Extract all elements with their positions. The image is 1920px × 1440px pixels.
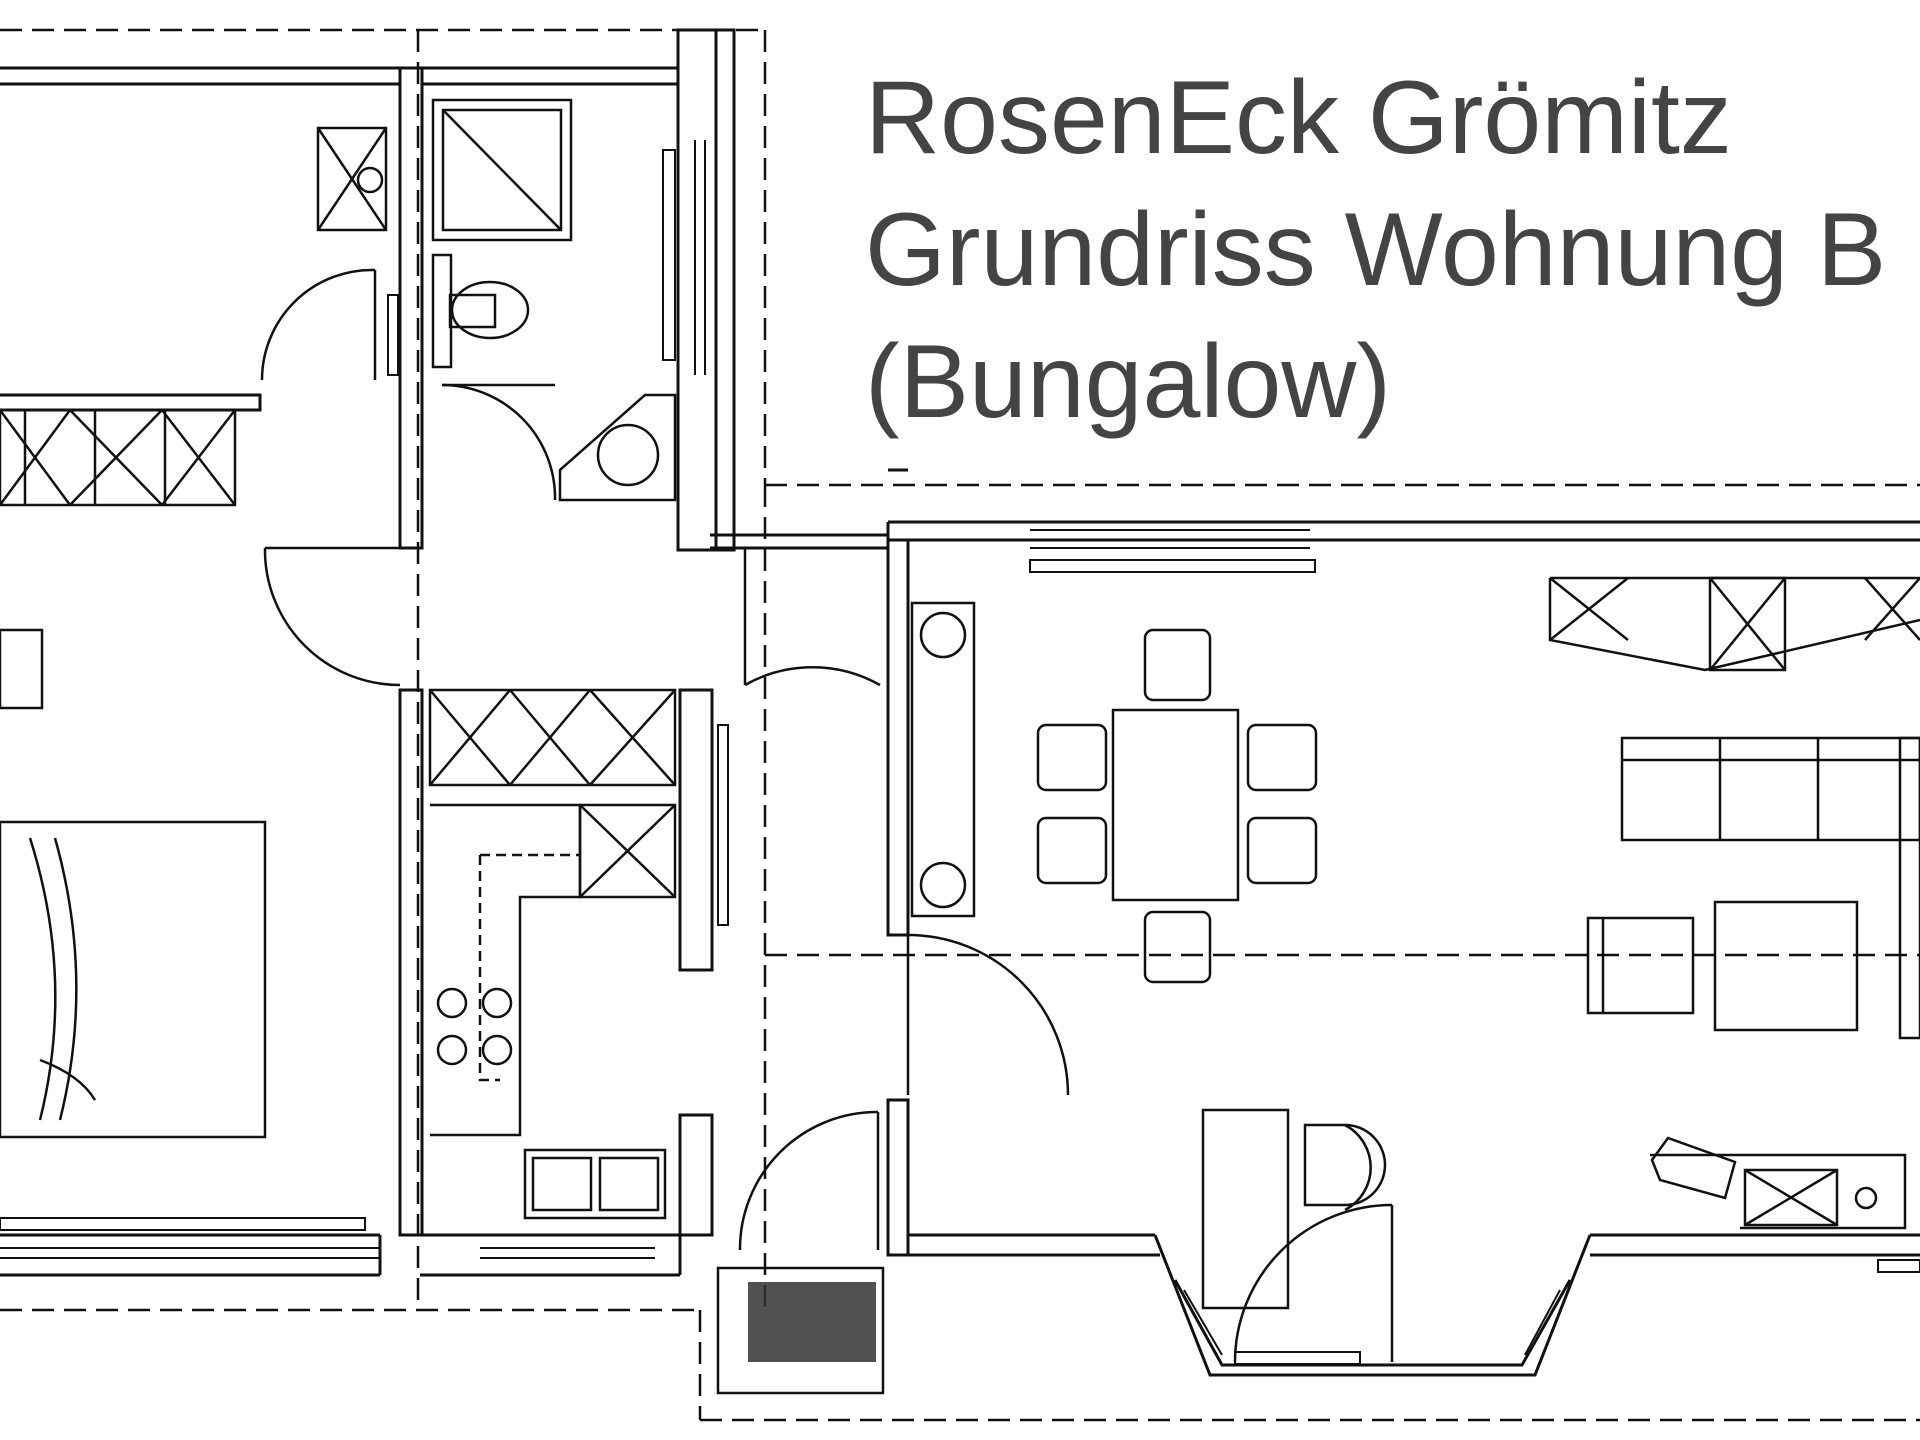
title-line-1: RosenEck Grömitz <box>865 60 1732 176</box>
sideboard <box>910 601 976 918</box>
windows <box>0 140 1920 1365</box>
tv-corner <box>1650 1136 1907 1230</box>
title-line-2: Grundriss Wohnung B <box>865 192 1887 308</box>
bedroom-furniture <box>0 628 267 1139</box>
title-block: RosenEck Grömitz Grundriss Wohnung B (Bu… <box>865 52 1886 448</box>
door-mat <box>716 1266 885 1395</box>
bathroom-fixtures <box>316 98 677 502</box>
dining-set <box>1036 628 1318 984</box>
desk-area <box>1201 1108 1387 1310</box>
title-line-3: (Bungalow) <box>865 324 1392 440</box>
sofa-set <box>1586 736 1920 1040</box>
boundary-dashed-lines <box>0 28 1920 1422</box>
doors <box>260 268 1394 1363</box>
kitchen-fixtures <box>430 803 667 1220</box>
wardrobes <box>0 408 1920 899</box>
walls <box>0 28 1920 1377</box>
